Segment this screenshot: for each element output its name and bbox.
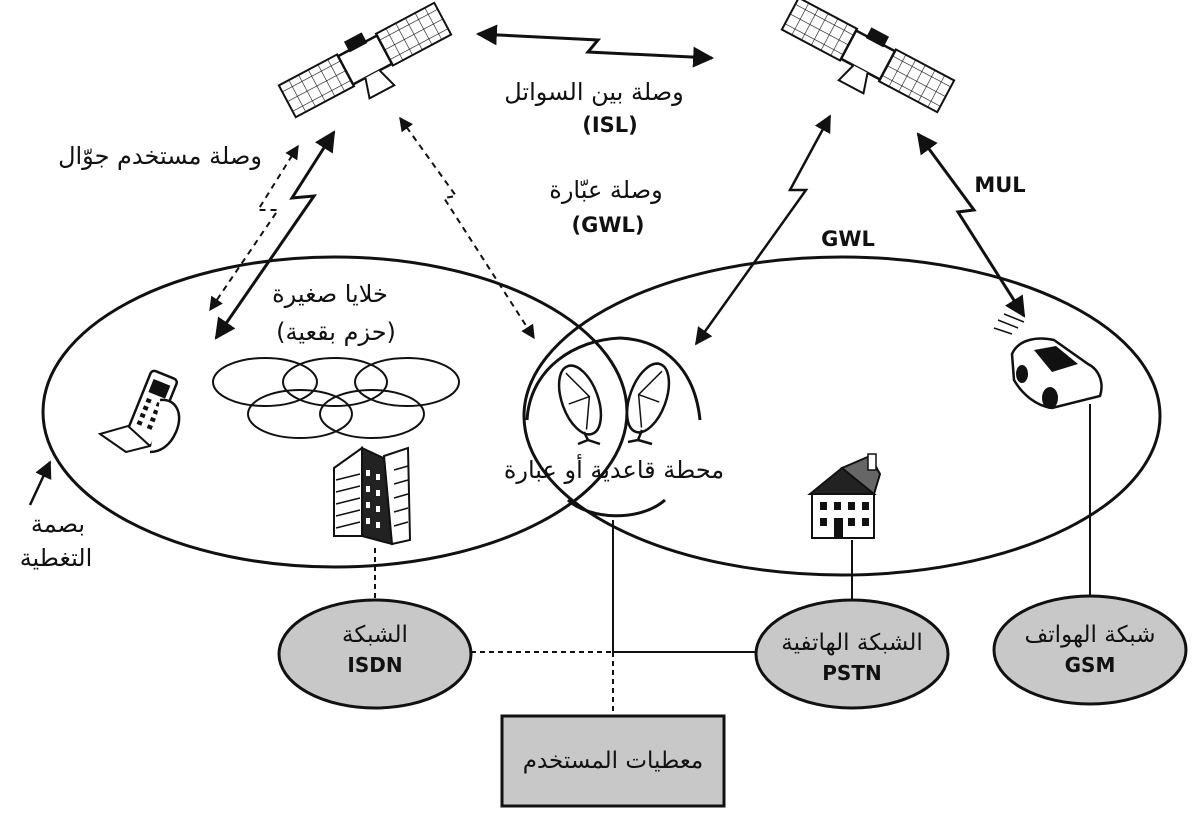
spot-beams-label: (حزم بقعية) [276,318,396,346]
right-satellite-icon [780,0,956,114]
gwl-right-link [694,114,832,346]
isl-label: وصلة بين السواتل [504,78,684,106]
footprint-label-line2: التغطية [20,544,93,572]
isl-code-label: (ISL) [582,113,638,137]
gsm-label-line1: شبكة الهواتف [1024,622,1155,648]
isdn-label-line2: ISDN [347,653,402,677]
mul-label: MUL [974,173,1025,197]
base-station-dish-icon [557,362,671,446]
base-station-arc-top [525,336,702,421]
isdn-label-line1: الشبكة [342,622,408,648]
footprint-label-line1: بصمة [31,510,85,538]
pstn-network-node: الشبكة الهاتفية PSTN [754,598,950,710]
gsm-network-node: شبكة الهواتف GSM [992,594,1188,706]
gateway-link-code-label: (GWL) [572,213,645,237]
handheld-phone-icon [97,369,181,454]
network-connection-lines [374,404,1091,716]
isdn-network-node: الشبكة ISDN [277,598,473,710]
house-icon [807,453,882,539]
pstn-label-line1: الشبكة الهاتفية [781,630,923,656]
right-coverage-footprint [522,255,1162,577]
footprint-pointer-arrow [28,460,52,506]
mobile-user-link-dashed [209,144,299,312]
user-data-label: معطيات المستخدم [523,748,704,774]
gateway-link-label: وصلة عبّارة [549,176,662,204]
gateway-link-dashed [399,116,535,340]
gwl-label: GWL [821,227,875,251]
gsm-label-line2: GSM [1065,653,1116,677]
mobile-user-link-label: وصلة مستخدم جوّال [58,142,262,170]
mul-link [916,132,1026,318]
isl-link-arrow [475,24,715,68]
base-station-label: محطة قاعدية أو عبارة [504,454,724,484]
user-data-box: معطيات المستخدم [500,714,726,808]
left-satellite-icon [277,1,453,119]
base-station-arc-bottom [566,498,666,518]
car-icon [993,313,1103,410]
spot-beam-cells [212,357,460,439]
small-cells-label: خلايا صغيرة [272,280,388,308]
pstn-label-line2: PSTN [822,661,881,685]
office-building-icon [333,446,412,546]
